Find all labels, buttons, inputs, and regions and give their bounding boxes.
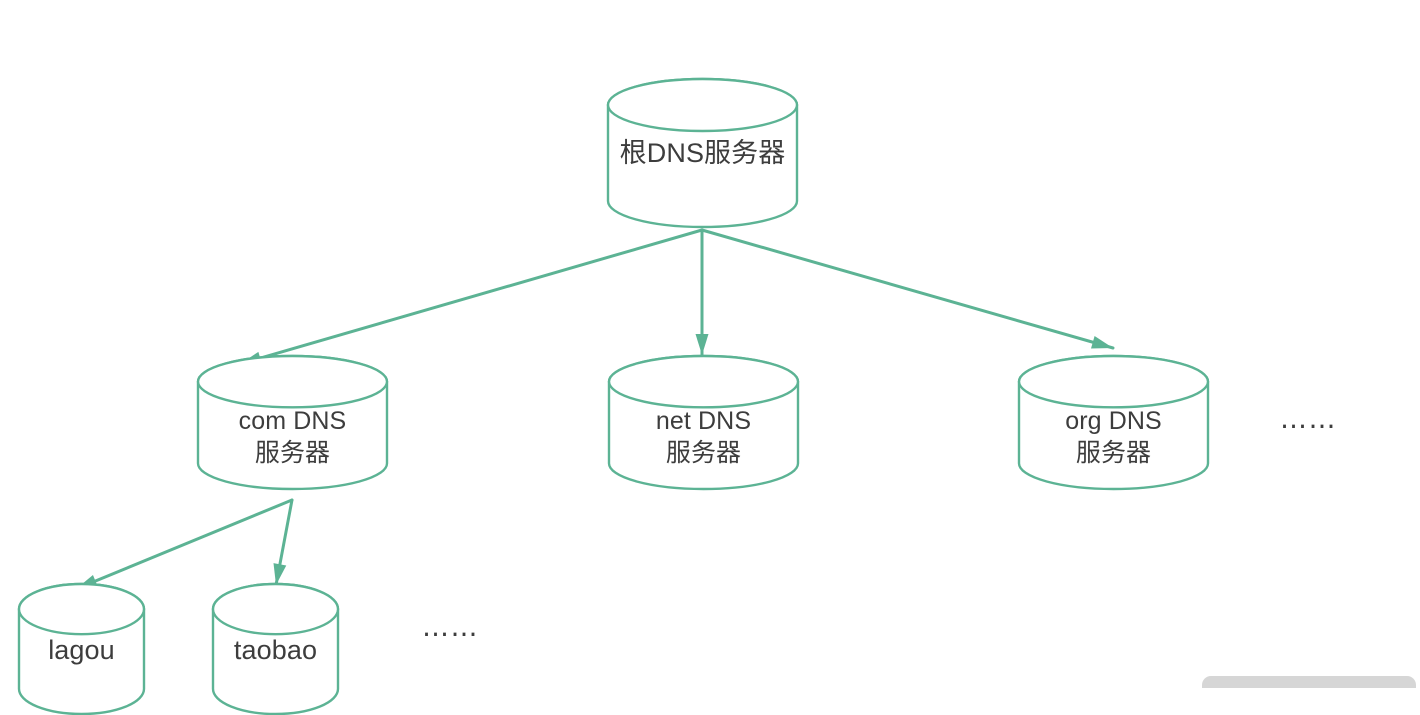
cylinder-shape-root [606, 77, 799, 229]
arrowhead [695, 333, 709, 355]
edge-root-to-org [700, 228, 1115, 350]
cylinder-shape-org [1017, 354, 1210, 491]
cylinder-shape-com [196, 354, 389, 491]
arrowhead [273, 563, 287, 585]
edge-com-to-taobao [273, 498, 294, 587]
node-com[interactable]: com DNS 服务器 [196, 354, 389, 491]
cylinder-shape-lagou [17, 582, 146, 715]
node-root[interactable]: 根DNS服务器 [606, 77, 799, 229]
diagram-canvas: 根DNS服务器 com DNS 服务器 net DNS 服务器 org DNS 服务器… [17, 77, 1416, 715]
edge-layer [74, 228, 1115, 591]
node-taobao[interactable]: taobao [211, 582, 340, 715]
cylinder-shape-taobao [211, 582, 340, 715]
cylinder-shape-net [607, 354, 800, 491]
ellipsis-tld-more: …… [1280, 404, 1337, 435]
node-net[interactable]: net DNS 服务器 [607, 354, 800, 491]
node-lagou[interactable]: lagou [17, 582, 146, 715]
ellipsis-leaf-more: …… [422, 612, 479, 643]
edge-com-to-lagou [74, 498, 294, 591]
corner-panel[interactable] [1202, 676, 1416, 688]
edge-root-to-net [695, 228, 709, 357]
edge-root-to-com [238, 228, 704, 366]
node-org[interactable]: org DNS 服务器 [1017, 354, 1210, 491]
arrowhead [1091, 335, 1113, 349]
